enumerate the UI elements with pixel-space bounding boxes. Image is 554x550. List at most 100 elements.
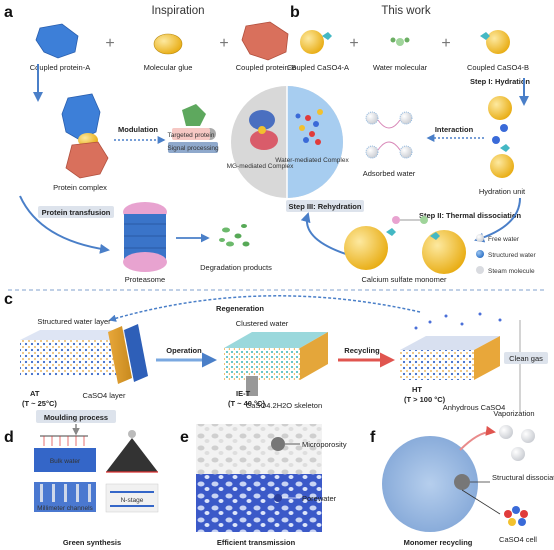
structural-label: Structural dissociation xyxy=(492,473,554,482)
at-temp-label: (T ~ 25°C) xyxy=(22,399,57,408)
protein-complex-a-part xyxy=(61,93,101,141)
monomer-linker-right xyxy=(430,232,440,240)
step1-label: Step I: Hydration xyxy=(470,77,530,86)
signal-processing-box xyxy=(168,142,218,153)
legend-steam-swatch xyxy=(476,266,484,274)
caso4-cell-glyph xyxy=(504,506,528,526)
cell-pointer xyxy=(461,489,501,515)
targeted-protein-shape xyxy=(182,104,206,126)
panel-e-caption: Efficient transmission xyxy=(217,538,296,547)
operation-label: Operation xyxy=(166,346,202,355)
mg-complex-red xyxy=(250,130,278,150)
coupled-caso4-a-linker xyxy=(322,32,332,40)
degradation-fragments xyxy=(219,224,250,247)
coupled-protein-b-label: Coupled protein-B xyxy=(236,63,296,72)
plus-sign: + xyxy=(105,35,114,52)
legend: Free water Structured water Steam molecu… xyxy=(476,234,537,275)
regeneration-label: Regeneration xyxy=(216,304,264,313)
proteasome-label: Proteasome xyxy=(125,275,165,284)
ht-label: HT xyxy=(412,385,422,394)
monomer-linker-left xyxy=(386,228,396,236)
microporosity-label: Microporosity xyxy=(302,440,347,449)
monomer-sphere-left xyxy=(344,226,388,270)
bulk-water-mould xyxy=(34,435,96,472)
ht-temp-label: (T > 100 °C) xyxy=(404,395,446,404)
mg-complex-glue xyxy=(258,126,266,134)
panel-f-letter: f xyxy=(370,429,376,446)
legend-structured-water-swatch xyxy=(476,250,484,258)
millimeter-channels-mould xyxy=(34,482,96,512)
dissociation-marker xyxy=(454,474,470,490)
legend-free-water-swatch xyxy=(476,234,484,242)
coupled-protein-a-shape xyxy=(35,23,79,59)
legend-steam: Steam molecule xyxy=(488,268,535,275)
mg-complex-blue xyxy=(249,110,275,130)
caso4-layer-label: CaSO4 layer xyxy=(83,391,126,400)
modulation-label: Modulation xyxy=(118,125,158,134)
moulding-label: Moulding process xyxy=(44,413,108,422)
molecular-glue-label: Molecular glue xyxy=(144,63,193,72)
coupled-caso4-a-label: Coupled CaSO4-A xyxy=(287,63,349,72)
water-molecular-label: Water molecular xyxy=(373,63,428,72)
water-complex-glyph xyxy=(295,109,323,145)
monomer-label: Calcium sulfate monomer xyxy=(361,275,447,284)
water-molecule-shape xyxy=(390,37,410,46)
cone-mould xyxy=(106,430,158,473)
water-complex-label: Water-mediated Complex xyxy=(275,157,349,164)
panel-e-letter: e xyxy=(180,429,189,446)
vapor-spheres xyxy=(499,425,535,461)
protein-transfusion-label: Protein transfusion xyxy=(42,208,111,217)
nstage-label: N-stage xyxy=(121,497,144,504)
structured-layer-label: Structured water layer xyxy=(37,317,111,326)
monomer-cluster xyxy=(382,436,478,532)
interaction-label: Interaction xyxy=(435,125,474,134)
monomer-sphere-right xyxy=(422,230,466,274)
vapor-arrow xyxy=(459,425,496,451)
targeted-protein-label: Targeted protein xyxy=(168,132,215,139)
step3-label: Step III: Rehydration xyxy=(289,202,362,211)
plus-sign: + xyxy=(441,35,450,52)
panel-d-letter: d xyxy=(4,429,14,446)
panel-d-caption: Green synthesis xyxy=(63,538,121,547)
iet-block xyxy=(224,332,328,396)
proteasome-shape xyxy=(123,202,167,272)
legend-structured-water: Structured water xyxy=(488,252,537,259)
hydration-unit-label: Hydration unit xyxy=(479,187,526,196)
degradation-label: Degradation products xyxy=(200,263,272,272)
panel-b-letter: b xyxy=(290,4,300,21)
porewater-marker xyxy=(274,494,282,502)
protein-complex-b-part xyxy=(65,141,109,179)
anhydrous-label: Anhydrous CaSO4 xyxy=(443,403,506,412)
clean-gas-label: Clean gas xyxy=(509,354,543,363)
panel-f-caption: Monomer recycling xyxy=(404,538,473,547)
bulk-water-label: Bulk water xyxy=(50,458,81,465)
signal-processing-label: Signal processing xyxy=(167,145,219,152)
skeleton-probe xyxy=(246,376,258,396)
adsorbed-water-label: Adsorbed water xyxy=(363,169,416,178)
coupled-protein-b-shape xyxy=(241,21,289,61)
coupled-caso4-b-label: Coupled CaSO4-B xyxy=(467,63,529,72)
vaporization-label: Vaporization xyxy=(493,409,534,418)
molecular-glue-shape xyxy=(153,33,183,55)
legend-free-water: Free water xyxy=(488,236,520,243)
porewater-label: Porewater xyxy=(302,494,337,503)
skeleton-label: CaSO4.2H2O skeleton xyxy=(246,401,322,410)
targeted-protein-box xyxy=(172,128,210,140)
ht-block xyxy=(400,312,502,380)
protein-transfusion-arrow xyxy=(19,195,110,254)
nstage-mould xyxy=(105,483,159,513)
at-label: AT xyxy=(30,389,40,398)
millimeter-label: Millimeter channels xyxy=(37,505,93,512)
iet-temp-label: (T ~ 40 °C) xyxy=(228,399,265,408)
regeneration-arrow xyxy=(108,295,421,322)
adsorbed-water-cluster xyxy=(365,111,413,159)
recycling-label: Recycling xyxy=(344,346,380,355)
at-block xyxy=(20,324,148,384)
plus-sign: + xyxy=(219,35,228,52)
panel-a-letter: a xyxy=(4,4,13,21)
caso4-cell-label: CaSO4 cell xyxy=(499,535,537,544)
iet-label: IE-T xyxy=(236,389,251,398)
porewater-layer xyxy=(196,474,322,532)
protein-transfusion-box xyxy=(38,206,114,218)
